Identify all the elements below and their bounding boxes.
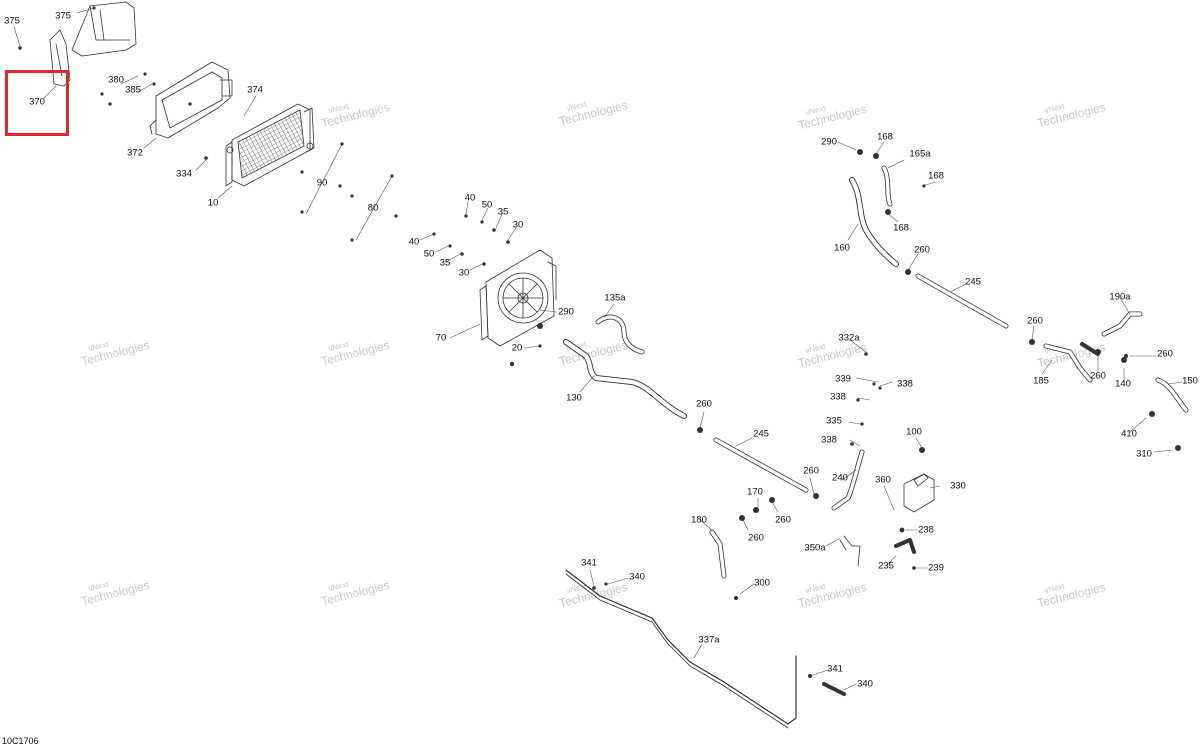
callout-label: 165a	[909, 148, 931, 160]
pipe-337a	[565, 569, 797, 729]
callout-label: 30	[458, 267, 470, 279]
callout-label: 335	[826, 415, 842, 427]
callout-label: 360	[875, 474, 891, 486]
hose-240	[831, 449, 865, 511]
callout-label: 374	[247, 84, 263, 96]
hose-160	[849, 177, 899, 267]
callout-label: 372	[127, 147, 143, 159]
hose-180	[709, 529, 727, 579]
callout-label: 338	[830, 391, 846, 403]
callout-label: 150	[1182, 375, 1198, 387]
callout-label: 80	[367, 202, 379, 214]
callout-label: 30	[512, 219, 524, 231]
callout-label: 260	[1027, 315, 1043, 327]
callout-label: 35	[439, 257, 451, 269]
callout-label: 130	[566, 392, 582, 404]
callout-label: 375	[4, 15, 20, 27]
callout-label: 341	[827, 663, 843, 675]
callout-label: 341	[581, 557, 597, 569]
callout-label: 340	[857, 678, 873, 690]
shroud-372	[149, 61, 233, 139]
callout-label: 350a	[804, 542, 826, 554]
callout-label: 170	[747, 486, 763, 498]
callout-label: 260	[914, 244, 930, 256]
callout-label: 50	[423, 248, 435, 260]
hose-190a	[1101, 311, 1143, 337]
callout-label: 239	[928, 562, 944, 574]
callout-label: 340	[629, 571, 645, 583]
callout-label: 375	[55, 10, 71, 22]
callout-label: 310	[1136, 448, 1152, 460]
callout-label: 238	[918, 524, 934, 536]
callout-label: 410	[1121, 428, 1137, 440]
callout-label: 330	[950, 480, 966, 492]
callout-label: 260	[803, 465, 819, 477]
hose-165a	[881, 165, 893, 207]
pipe-245-lower	[713, 437, 809, 493]
callout-label: 260	[775, 514, 791, 526]
callout-label: 90	[316, 177, 328, 189]
deflector-panel-375	[71, 1, 137, 57]
callout-label: 260	[748, 532, 764, 544]
callout-label: 235	[878, 560, 894, 572]
callout-label: 260	[696, 398, 712, 410]
callout-label: 337a	[698, 634, 720, 646]
callout-label: 185	[1033, 375, 1049, 387]
hose-350a	[839, 535, 861, 567]
callout-label: 245	[753, 428, 769, 440]
callout-label: 290	[821, 136, 837, 148]
callout-label: 334	[176, 168, 192, 180]
callout-label: 380	[108, 74, 124, 86]
callout-label: 190a	[1109, 291, 1131, 303]
diagram-code: 10C1706	[2, 736, 39, 746]
callout-label: 10	[207, 197, 219, 209]
callout-label: 168	[928, 170, 944, 182]
callout-label: 332a	[838, 332, 860, 344]
callout-label: 50	[481, 199, 493, 211]
callout-label: 140	[1115, 378, 1131, 390]
callout-label: 168	[877, 131, 893, 143]
callout-label: 35	[497, 206, 509, 218]
callout-label: 260	[1090, 370, 1106, 382]
callout-label: 245	[965, 276, 981, 288]
hose-130	[563, 339, 687, 419]
callout-label: 40	[408, 236, 420, 248]
callout-label: 338	[897, 378, 913, 390]
callout-label: 135a	[604, 292, 626, 304]
radiator-10	[225, 103, 315, 187]
fitting-340	[822, 682, 846, 696]
fasteners	[18, 6, 1181, 678]
callout-label: 40	[464, 192, 476, 204]
callout-label: 260	[1157, 348, 1173, 360]
callout-label: 160	[834, 242, 850, 254]
callout-label: 20	[511, 342, 523, 354]
callout-label: 338	[821, 434, 837, 446]
callout-label: 70	[435, 332, 447, 344]
fan-assembly-70	[479, 249, 557, 347]
callout-label: 290	[558, 306, 574, 318]
leader-lines	[13, 7, 1183, 691]
callout-label: 339	[835, 373, 851, 385]
hose-150	[1155, 377, 1189, 413]
hose-235	[894, 538, 916, 554]
reservoir-330	[903, 473, 935, 513]
hose-135a	[595, 314, 645, 355]
callout-label: 240	[832, 472, 848, 484]
callout-label: 180	[691, 514, 707, 526]
highlight-box	[5, 70, 69, 136]
callout-label: 168	[893, 222, 909, 234]
callout-label: 385	[125, 84, 141, 96]
callout-label: 300	[754, 577, 770, 589]
callout-label: 100	[906, 426, 922, 438]
pipe-245-upper	[915, 273, 1009, 329]
callout-label-highlighted: 370	[29, 96, 45, 108]
